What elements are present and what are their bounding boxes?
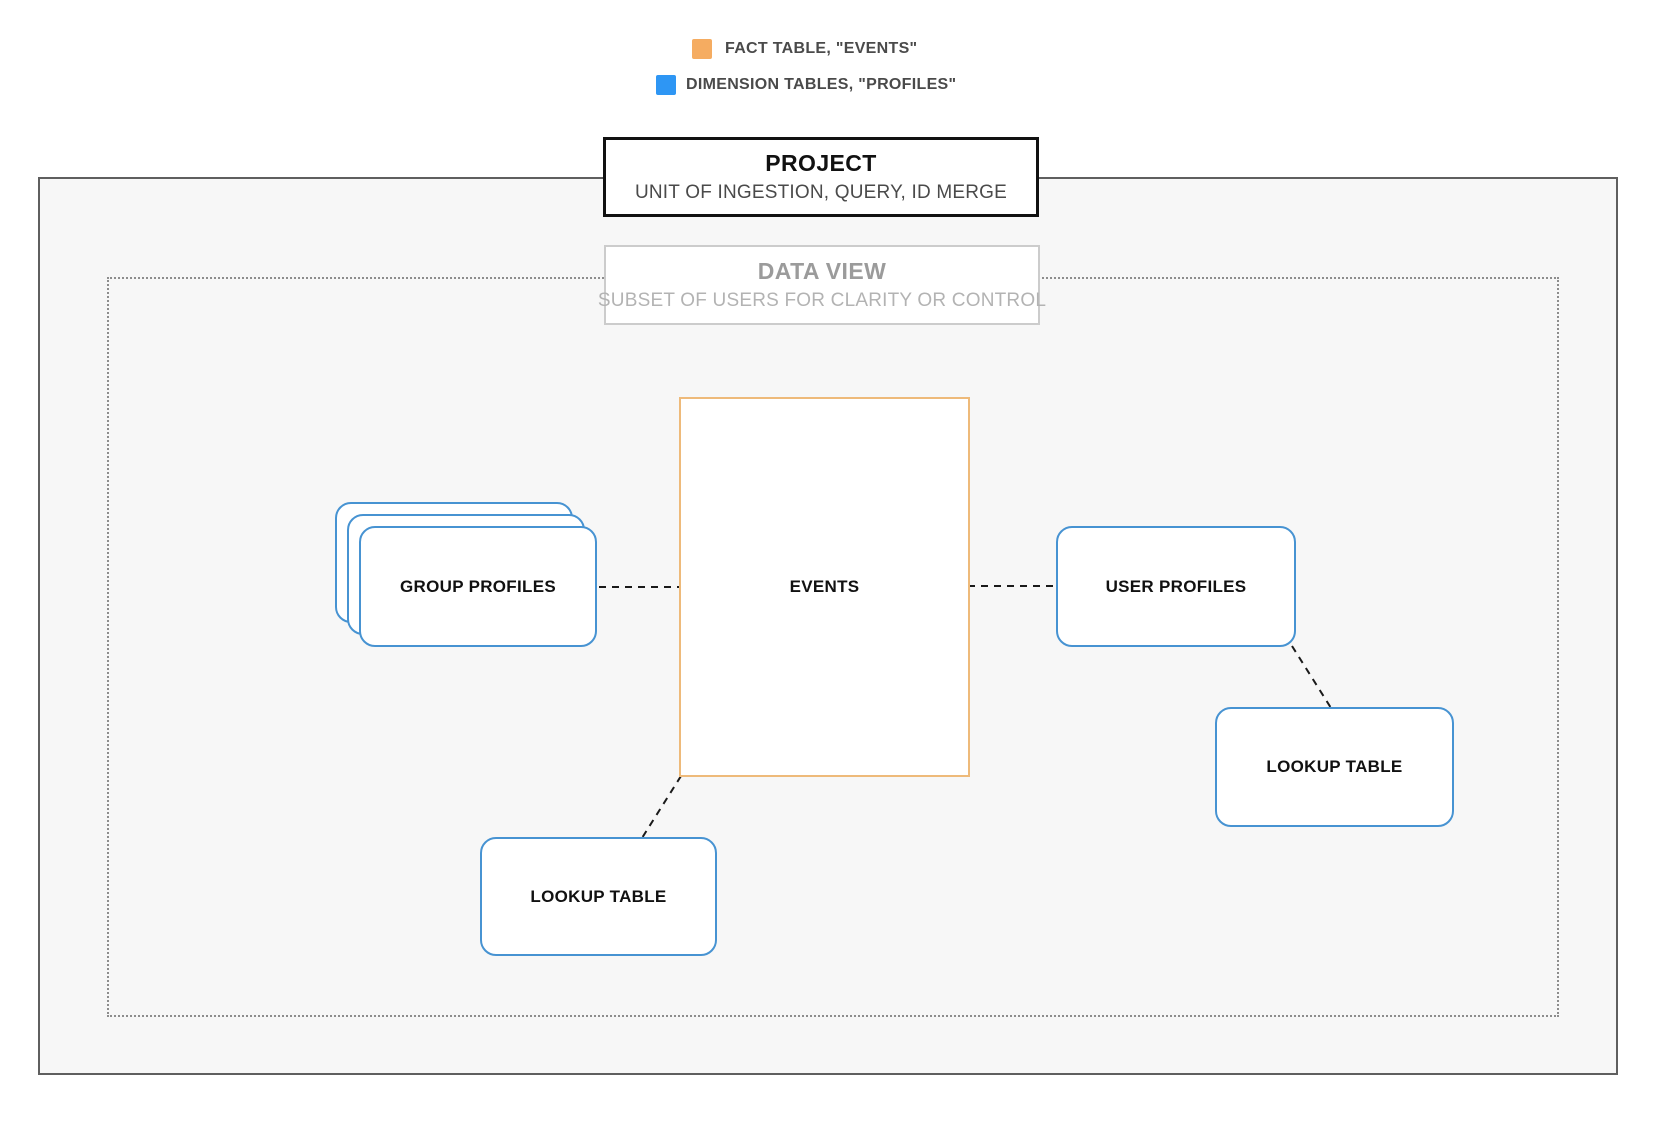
fact-table-swatch-icon <box>692 39 712 59</box>
group-profiles-node: GROUP PROFILES <box>359 526 597 647</box>
legend-item-dimension-tables: DIMENSION TABLES, "PROFILES" <box>656 75 956 95</box>
project-header-box: PROJECT UNIT OF INGESTION, QUERY, ID MER… <box>603 137 1039 217</box>
project-subtitle: UNIT OF INGESTION, QUERY, ID MERGE <box>634 182 1008 203</box>
user-profiles-label: USER PROFILES <box>1105 576 1247 596</box>
events-node: EVENTS <box>679 397 970 777</box>
user-profiles-node: USER PROFILES <box>1056 526 1296 647</box>
project-title: PROJECT <box>765 150 877 176</box>
lookup-table-bottom-node: LOOKUP TABLE <box>480 837 717 956</box>
legend-label-fact-table: FACT TABLE, "EVENTS" <box>725 40 918 57</box>
dimension-tables-swatch-icon <box>656 75 676 95</box>
events-label: EVENTS <box>789 577 860 596</box>
data-view-subtitle: SUBSET OF USERS FOR CLARITY OR CONTROL <box>597 290 1047 311</box>
legend-item-fact-table: FACT TABLE, "EVENTS" <box>692 39 917 59</box>
lookup-table-right-label: LOOKUP TABLE <box>1266 757 1403 776</box>
lookup-table-right-node: LOOKUP TABLE <box>1215 707 1454 827</box>
lookup-table-bottom-label: LOOKUP TABLE <box>530 886 667 906</box>
legend-label-dimension-tables: DIMENSION TABLES, "PROFILES" <box>686 76 957 93</box>
data-view-header-box: DATA VIEW SUBSET OF USERS FOR CLARITY OR… <box>598 245 1046 325</box>
group-profiles-label: GROUP PROFILES <box>400 576 556 596</box>
data-view-title: DATA VIEW <box>757 258 887 284</box>
